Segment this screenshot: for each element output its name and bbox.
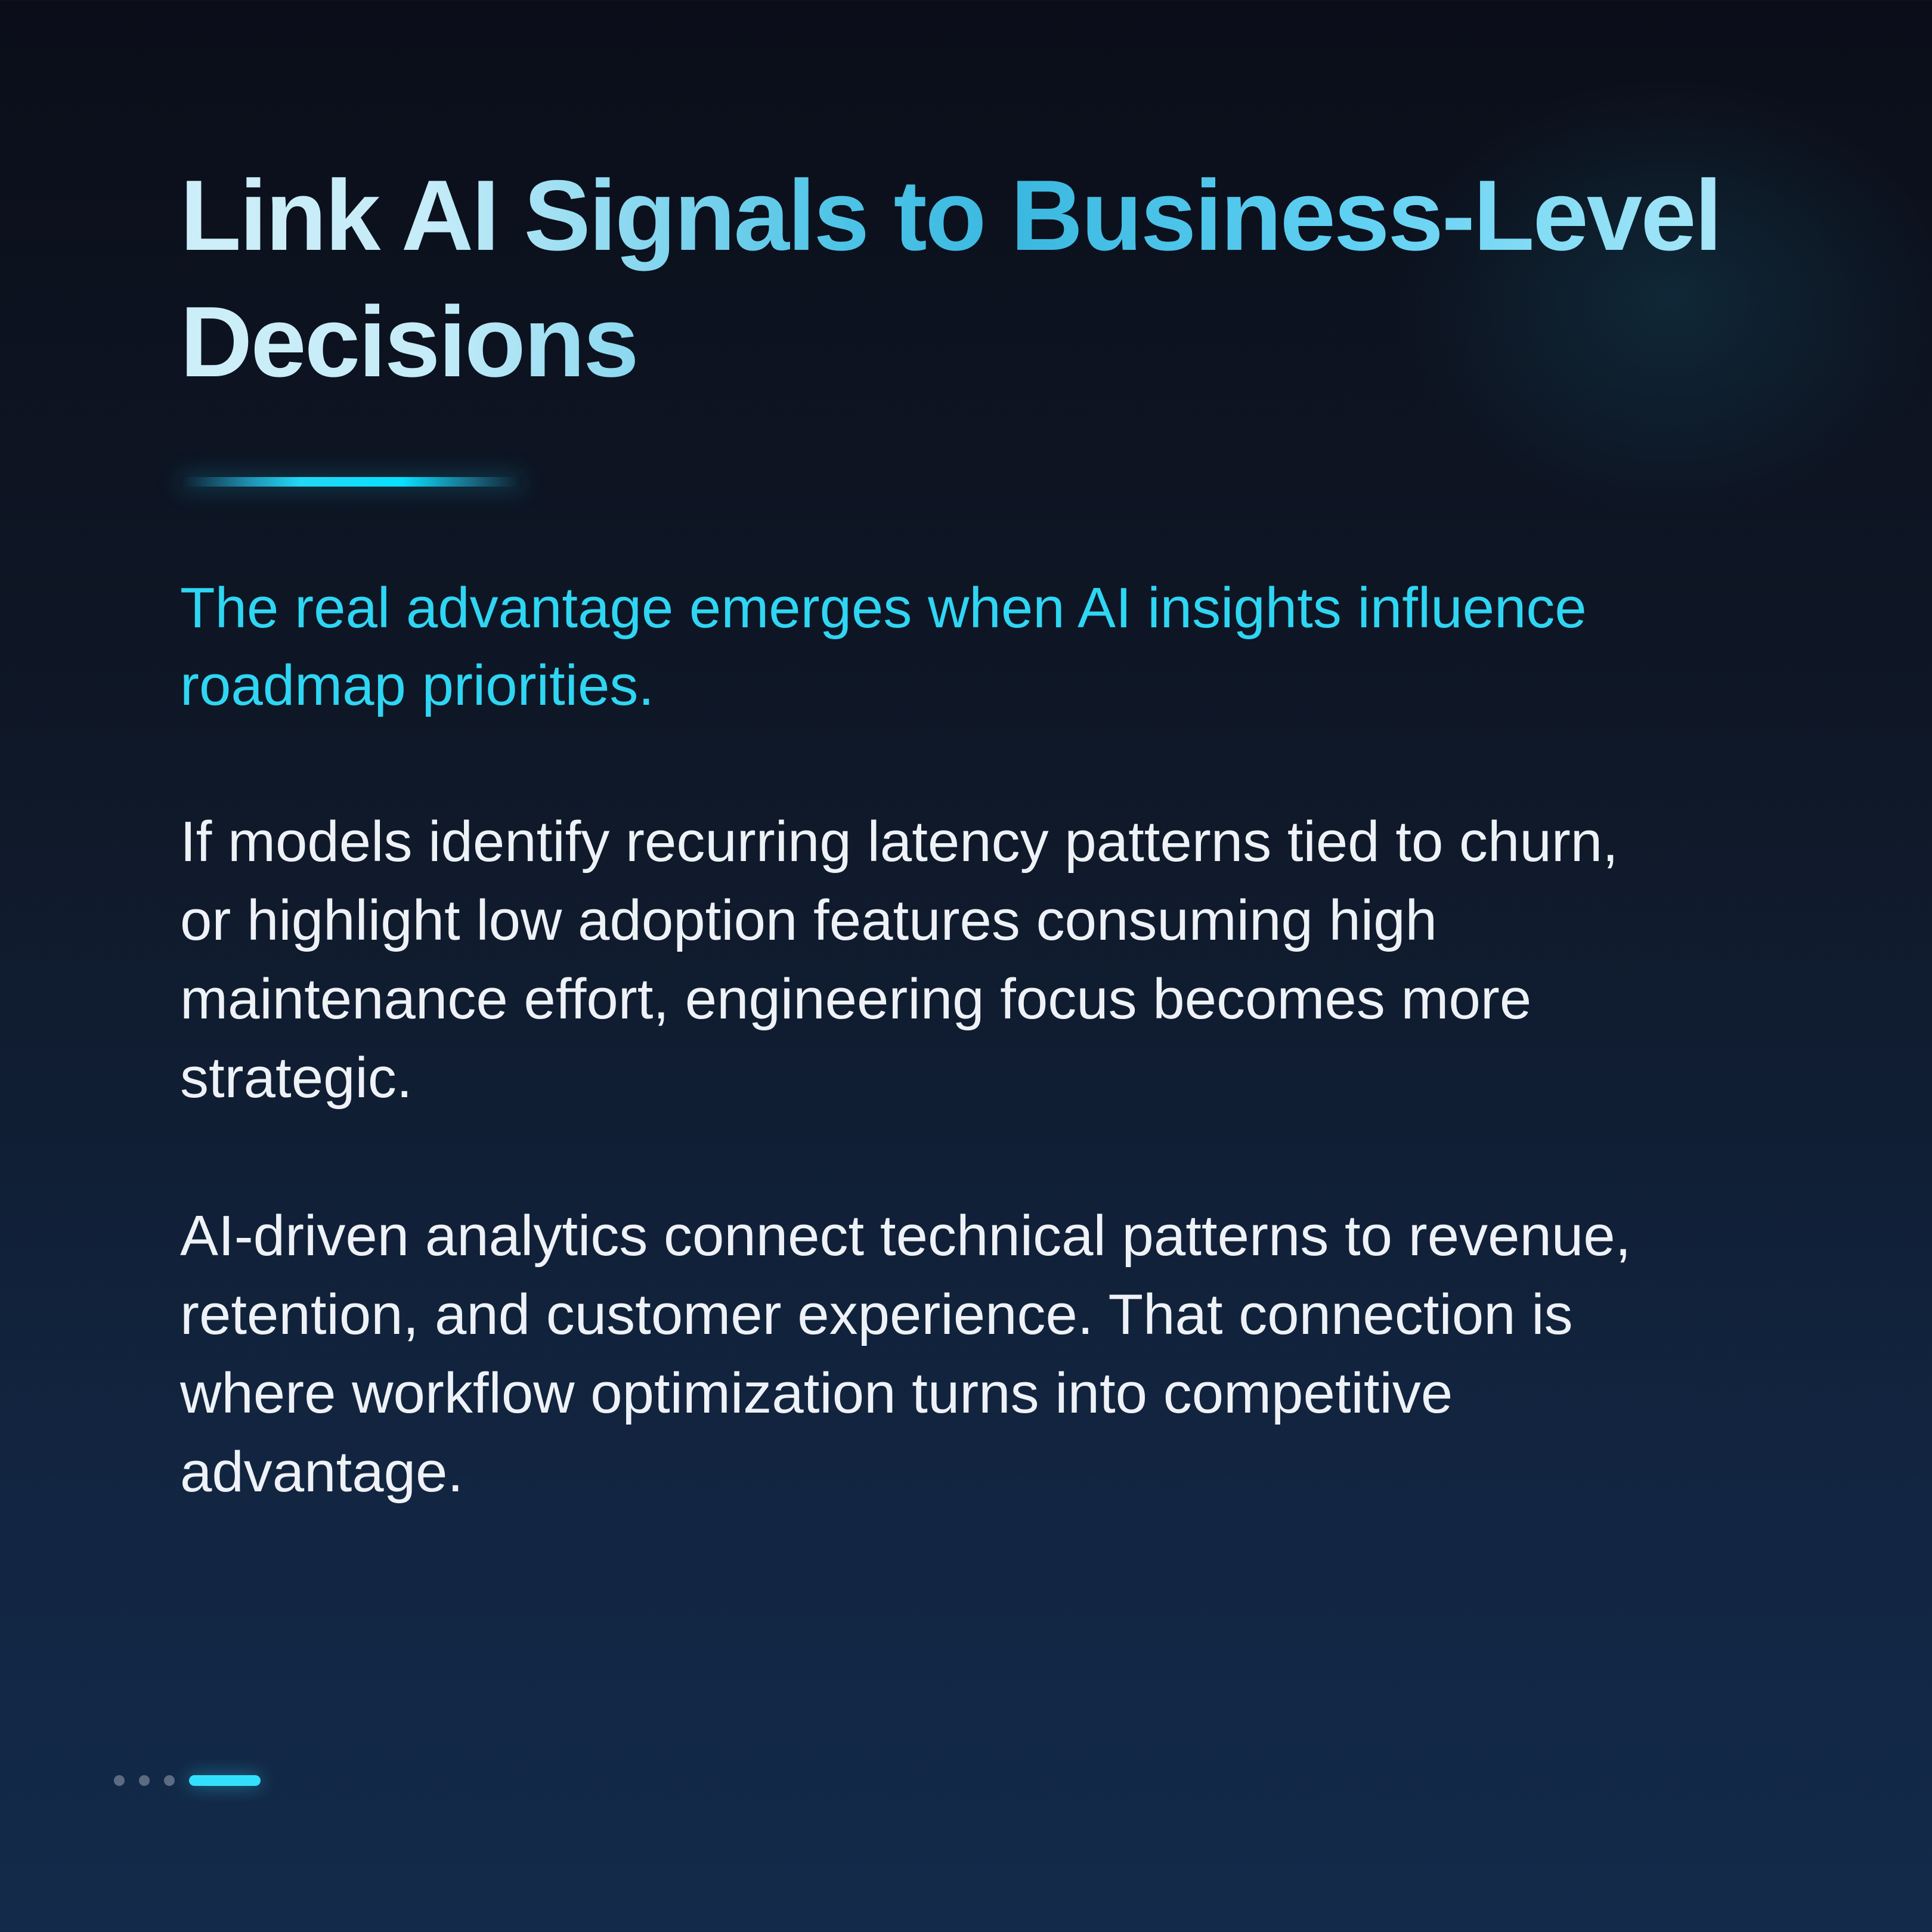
- body-paragraph-1: If models identify recurring latency pat…: [180, 803, 1850, 1117]
- lead-text: The real advantage emerges when AI insig…: [180, 569, 1850, 724]
- body-line: or highlight low adoption features consu…: [180, 888, 1438, 952]
- body-line: maintenance effort, engineering focus be…: [180, 967, 1532, 1031]
- lead-line: The real advantage emerges when AI insig…: [180, 576, 1587, 640]
- title-line: Decisions: [180, 286, 637, 398]
- slide-pagination: [114, 1775, 261, 1786]
- lead-line: roadmap priorities.: [180, 654, 654, 717]
- page-dot-3[interactable]: [164, 1775, 175, 1786]
- page-dot-1[interactable]: [114, 1775, 125, 1786]
- body-line: If models identify recurring latency pat…: [180, 810, 1618, 874]
- page-dot-4-active[interactable]: [189, 1775, 261, 1786]
- slide-title: Link AI Signals to Business-Level Decisi…: [180, 152, 1850, 405]
- accent-divider: [180, 477, 522, 487]
- page-dot-2[interactable]: [139, 1775, 150, 1786]
- body-line: strategic.: [180, 1046, 413, 1110]
- background-glow: [1371, 60, 1932, 537]
- body-line: where workflow optimization turns into c…: [180, 1361, 1453, 1425]
- body-line: retention, and customer experience. That…: [180, 1283, 1573, 1346]
- body-paragraph-2: AI-driven analytics connect technical pa…: [180, 1197, 1850, 1512]
- body-line: AI-driven analytics connect technical pa…: [180, 1204, 1631, 1268]
- title-line: Link AI Signals to Business-Level: [180, 159, 1721, 271]
- body-line: advantage.: [180, 1440, 464, 1504]
